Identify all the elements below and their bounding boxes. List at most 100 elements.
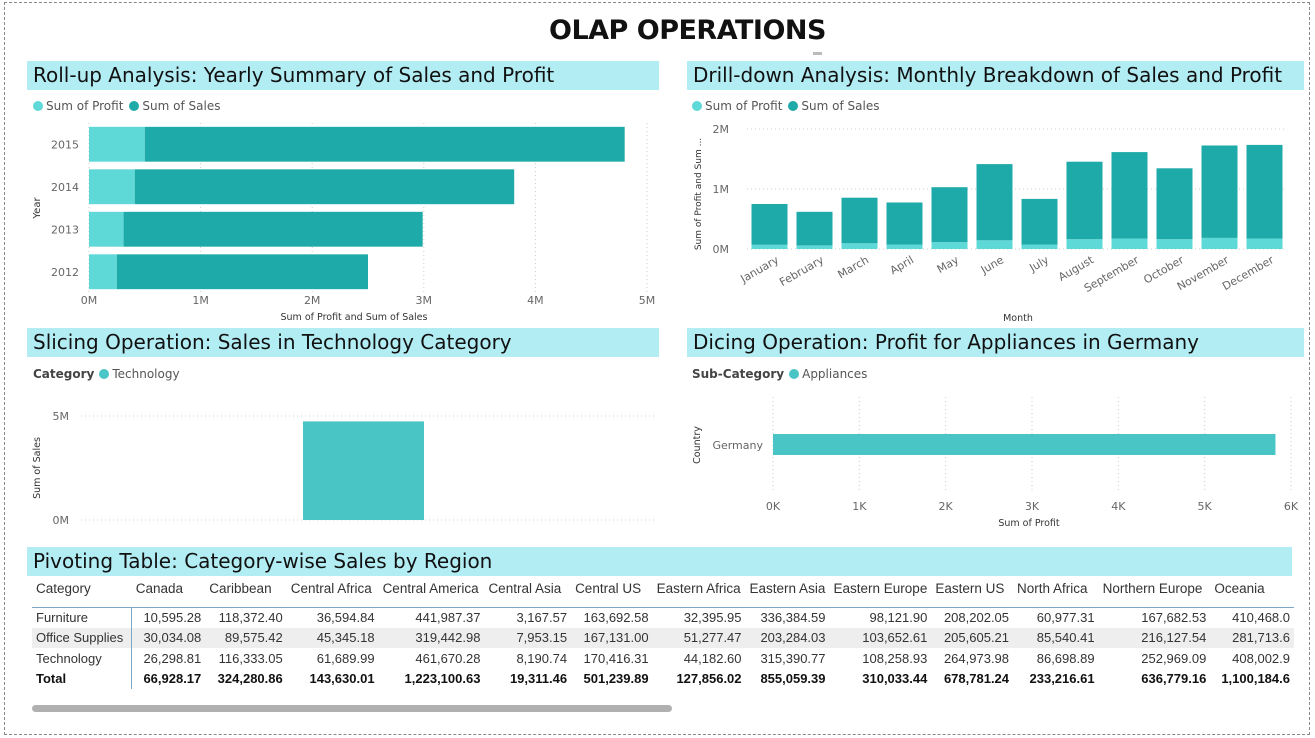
dicing-legend-title: Sub-Category <box>692 367 785 381</box>
divider-cell <box>131 601 206 608</box>
column-header[interactable]: Central Africa <box>290 581 372 596</box>
table-cell: 89,575.42 <box>205 627 287 648</box>
row-label: Furniture <box>32 607 133 628</box>
table-cell: 36,594.84 <box>316 610 375 625</box>
profit-bar <box>1111 238 1148 249</box>
column-header[interactable]: Canada <box>135 581 184 596</box>
table-cell: 441,987.37 <box>415 610 481 625</box>
column-header[interactable]: Eastern US <box>935 581 1005 596</box>
sales-legend-marker <box>129 101 140 111</box>
table-cell: 855,059.39 <box>760 671 826 687</box>
table-cell: 127,856.02 <box>676 671 742 687</box>
x-tick-label: 5M <box>639 294 656 307</box>
drilldown-legend-profit: Sum of Profit <box>705 99 783 113</box>
x-tick-label: February <box>777 253 826 289</box>
profit-bar <box>886 244 923 249</box>
profit-bar <box>841 243 878 249</box>
table-cell: 501,239.89 <box>583 671 649 687</box>
x-tick-label: 2M <box>304 294 321 307</box>
profit-bar <box>89 211 124 247</box>
divider-cell <box>931 601 1014 608</box>
x-tick-label: 1K <box>852 500 867 513</box>
table-cell: 636,779.16 <box>1141 671 1207 687</box>
x-tick-label: December <box>1220 253 1276 293</box>
table-cell: 170,416.31 <box>583 650 649 666</box>
sales-bar <box>1021 198 1058 245</box>
column-header[interactable]: Central Asia <box>488 581 562 596</box>
table-cell: 205,605.21 <box>931 627 1014 648</box>
y-tick-label: 5M <box>53 410 70 423</box>
table-header-row: Category Canada Caribbean Central Africa Cen… <box>32 576 1294 601</box>
table-cell: 324,280.86 <box>217 671 283 687</box>
sales-bar <box>751 204 788 245</box>
table-cell: 45,345.18 <box>286 627 379 648</box>
column-header[interactable]: Eastern Africa <box>656 581 741 596</box>
divider-cell <box>652 601 746 608</box>
table-cell: 1,100,184.6 <box>1221 671 1290 687</box>
x-tick-label: 4K <box>1111 500 1126 513</box>
profit-bar <box>751 244 788 249</box>
report-canvas <box>4 2 1310 735</box>
dicing-legend[interactable]: Sub-Category Appliances <box>692 367 873 381</box>
x-tick-label: 0K <box>766 500 781 513</box>
x-tick-label: 5K <box>1198 500 1213 513</box>
column-header[interactable]: Category <box>36 581 91 596</box>
germany-profit-bar <box>773 434 1276 455</box>
table-cell: 66,928.17 <box>143 671 202 687</box>
column-header[interactable]: Eastern Asia <box>749 581 826 596</box>
sales-bar <box>796 211 833 246</box>
sales-bar <box>1066 161 1103 240</box>
technology-legend-marker <box>99 369 110 379</box>
table-cell: 208,202.05 <box>943 610 1010 625</box>
divider-cell <box>484 601 572 608</box>
divider-cell <box>1013 601 1099 608</box>
table-cell: 216,127.54 <box>1098 627 1211 648</box>
y-tick-label: 2014 <box>51 181 79 194</box>
table-cell: 167,682.53 <box>1141 610 1207 625</box>
sales-bar <box>1111 152 1148 239</box>
row-label: Office Supplies <box>32 627 133 648</box>
drilldown-legend-sales: Sum of Sales <box>801 99 880 113</box>
table-cell: 461,670.28 <box>415 650 481 666</box>
slicing-legend-technology: Technology <box>112 367 180 381</box>
table-cell: 85,540.41 <box>1013 627 1099 648</box>
technology-sales-bar <box>303 421 424 520</box>
x-tick-label: January <box>738 253 782 286</box>
column-header[interactable]: Central US <box>575 581 642 596</box>
table-cell: 410,468.0 <box>1232 610 1290 625</box>
table-cell: 408,002.9 <box>1232 650 1290 666</box>
column-header[interactable]: Eastern Europe <box>833 581 928 596</box>
drilldown-legend[interactable]: Sum of Profit Sum of Sales <box>692 99 885 113</box>
pivot-table[interactable]: Category Canada Caribbean Central Africa Cen… <box>32 576 1294 694</box>
table-cell: 143,630.01 <box>309 671 375 687</box>
slicing-legend[interactable]: Category Technology <box>33 367 186 381</box>
table-cell: 315,390.77 <box>760 650 826 666</box>
x-tick-label: 6K <box>1284 500 1299 513</box>
x-tick-label: April <box>888 253 916 277</box>
column-header[interactable]: North Africa <box>1017 581 1088 596</box>
y-axis-label: Sum of Profit and Sum ... <box>694 138 704 250</box>
sales-bar <box>931 187 968 243</box>
column-header[interactable]: Central America <box>382 581 479 596</box>
y-axis-label: Country <box>692 426 703 464</box>
page-title: OLAP OPERATIONS <box>549 15 826 46</box>
profit-bar <box>976 240 1013 249</box>
table-cell: 103,652.61 <box>829 627 932 648</box>
sales-bar <box>976 164 1013 241</box>
rollup-legend[interactable]: Sum of Profit Sum of Sales <box>33 99 226 113</box>
column-header[interactable]: Northern Europe <box>1102 581 1203 596</box>
column-header[interactable]: Oceania <box>1214 581 1265 596</box>
horizontal-scrollbar[interactable] <box>32 705 672 712</box>
x-axis-label: Sum of Profit and Sum of Sales <box>281 312 428 323</box>
column-header[interactable]: Caribbean <box>209 581 272 596</box>
y-tick-label: 2013 <box>51 223 79 236</box>
table-cell: 310,033.44 <box>862 671 928 687</box>
